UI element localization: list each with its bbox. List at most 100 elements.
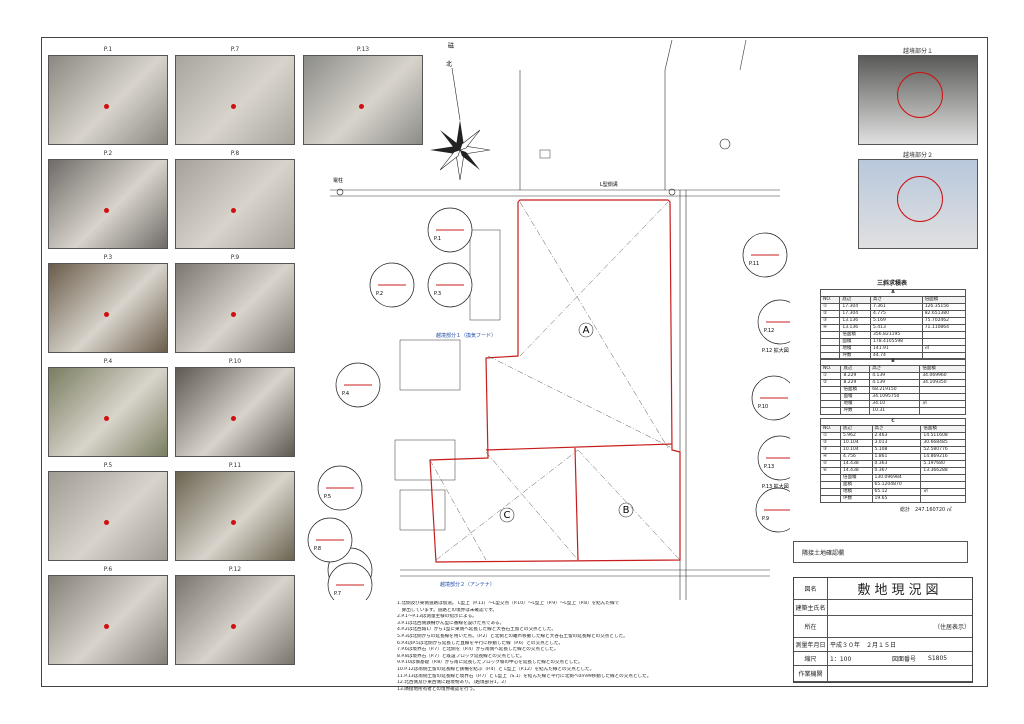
note-line: 2.P.1～P.13は測量主様の指示による。 bbox=[397, 614, 477, 620]
title-block-row: 図名敷地現況図 bbox=[794, 578, 972, 600]
callout-label: P.11 bbox=[749, 261, 759, 267]
site-photo bbox=[175, 367, 295, 457]
neighbor-outlines bbox=[394, 149, 551, 531]
photo-label: P.2 bbox=[103, 150, 113, 157]
svg-text:C: C bbox=[504, 510, 511, 521]
street-label: L型側溝 bbox=[600, 181, 618, 188]
drawing-number: S1805 bbox=[928, 655, 948, 662]
callout-label: P.1 bbox=[434, 236, 441, 242]
title-block-value: 平成３０年 ２月１５日 bbox=[830, 642, 897, 649]
marker-dot bbox=[231, 208, 236, 213]
encroachment-marker bbox=[897, 176, 943, 222]
note-line: 10.P.12は南側土留の延長線と鉄柵を結ぶ（P.4）と L型上（P.12）を結… bbox=[397, 666, 595, 672]
encroachment-marker bbox=[897, 72, 943, 118]
marker-dot bbox=[104, 520, 109, 525]
note-line: 12.北西側及び東西側に越境物あり。（越境部分1，2） bbox=[397, 680, 509, 686]
pole-label: 電柱 bbox=[333, 177, 343, 184]
note-line: 4.P.2は北西角1）から1型に東側へ延長した線と大谷石土留との交点とした。 bbox=[397, 627, 557, 633]
encroachment-photo bbox=[858, 159, 978, 249]
callout-label: P.8 bbox=[314, 546, 321, 552]
note-line: 1.北側及び東側道路は仮道。 L型上（P.11）～L型交点（P.10）～L型上（… bbox=[397, 601, 620, 606]
lot-boundary bbox=[429, 199, 681, 563]
photo-label: P.1 bbox=[103, 46, 113, 53]
marker-dot bbox=[231, 312, 236, 317]
marker-dot bbox=[231, 104, 236, 109]
marker-dot bbox=[231, 624, 236, 629]
site-photo bbox=[175, 575, 295, 665]
photo-label: P.5 bbox=[103, 462, 113, 469]
photo-label: P.12 bbox=[228, 566, 242, 573]
photo-label: P.11 bbox=[228, 462, 242, 469]
marker-dot bbox=[104, 624, 109, 629]
total-area: 総計 247.160720 ㎡ bbox=[900, 507, 952, 513]
marker-dot bbox=[104, 312, 109, 317]
drawing-number-label: 図面番号 bbox=[892, 656, 917, 663]
title-block-key: 建築主氏名 bbox=[794, 600, 828, 615]
title-block-row: 所在（住居表示） bbox=[794, 616, 972, 638]
svg-text:A: A bbox=[583, 325, 590, 336]
svg-text:B: B bbox=[623, 505, 630, 516]
photo-label: P.10 bbox=[228, 358, 242, 365]
marker-dot bbox=[104, 104, 109, 109]
site-photo bbox=[175, 159, 295, 249]
site-photo bbox=[48, 471, 168, 561]
detail-callouts: P.1P.2P.3P.4P.5P.6P.7P.8P.9P.10P.11P.12P… bbox=[307, 207, 790, 600]
north-label: 北 bbox=[446, 60, 452, 68]
site-photo bbox=[48, 367, 168, 457]
neighbor-confirmation-box: 隣接土地確認欄 bbox=[793, 541, 968, 563]
triangulation-lines bbox=[429, 201, 681, 561]
callout-label: P.7 bbox=[334, 591, 341, 597]
photo-label: P.13 bbox=[356, 46, 370, 53]
photo-label: P.8 bbox=[230, 150, 240, 157]
marker-dot bbox=[104, 208, 109, 213]
callout-label: P.10 bbox=[758, 404, 768, 410]
note-line: 7.P.6は境界石（P.7）と北側を（P.4）から南側へ延長した線との交点とした… bbox=[397, 647, 559, 653]
note-line: 8.P.8は境界石（P.7）と既設ブロック延長線との交点とした。 bbox=[397, 653, 525, 659]
road-lines bbox=[330, 40, 780, 600]
marker-dot bbox=[231, 520, 236, 525]
title-block-key: 測量年月日 bbox=[794, 638, 828, 651]
encroachment-photo-label: 越境部分１ bbox=[902, 48, 933, 55]
survey-plan: A C B 磁 北 P.1P.2P.3P.4P.5P.6P.7P.8P.9P.1… bbox=[307, 40, 790, 600]
marker-dot bbox=[359, 104, 364, 109]
note-line: 9.P.10は塀基礎（P.8）から南に延長したブロック塀の中心を延長した線との交… bbox=[397, 660, 583, 666]
confirm-label: 隣接土地確認欄 bbox=[802, 549, 845, 557]
encroachment-label-2: 越境部分２（アンテナ） bbox=[440, 581, 495, 588]
title-block-row: 測量年月日平成３０年 ２月１５日 bbox=[794, 638, 972, 652]
site-photo bbox=[175, 263, 295, 353]
title-block-value bbox=[830, 600, 970, 615]
encroachment-photo bbox=[858, 55, 978, 145]
callout-label: P.13 bbox=[764, 464, 774, 470]
title-block-key: 所在 bbox=[794, 616, 828, 637]
photo-label: P.7 bbox=[230, 46, 240, 53]
survey-notes: 1.北側及び東側道路は仮道。 L型上（P.11）～L型交点（P.10）～L型上（… bbox=[397, 601, 787, 693]
title-block-row: 建築主氏名 bbox=[794, 600, 972, 616]
site-photo bbox=[175, 55, 295, 145]
encroachment-photo-label: 越境部分２ bbox=[902, 152, 933, 159]
photo-label: P.6 bbox=[103, 566, 113, 573]
callout-label: P.5 bbox=[324, 494, 331, 500]
lot-labels: A C B bbox=[499, 322, 634, 523]
title-block-row: 作業機関 bbox=[794, 666, 972, 682]
area-table-title: 三斜求積表 bbox=[876, 280, 907, 287]
enlarged-view-label: P.13 拡大図 bbox=[762, 483, 789, 490]
callout-label: P.4 bbox=[342, 391, 349, 397]
photo-label: P.4 bbox=[103, 358, 113, 365]
photo-label: P.3 bbox=[103, 254, 113, 261]
note-line: 算出しています。道路との境界は未確認です。 bbox=[397, 607, 497, 613]
note-line: 6.P.4はP.5は北側から延長した直線を平行に移動した線（P.6）との交点とし… bbox=[397, 640, 564, 646]
note-line: 13.隣接地所有者との境界確認を行う。 bbox=[397, 686, 478, 692]
note-line: 5.P.3は北側からの延長線を用いた点。（P.2）と北側との離れ移動した線と大谷… bbox=[397, 633, 628, 639]
north-arrow bbox=[430, 120, 491, 181]
marker-dot bbox=[104, 416, 109, 421]
marker-dot bbox=[231, 416, 236, 421]
photo-label: P.9 bbox=[230, 254, 240, 261]
site-photo bbox=[175, 471, 295, 561]
encroachment-label-1: 越境部分１（換気フード） bbox=[436, 332, 496, 339]
title-block-key: 縮尺 bbox=[794, 652, 828, 665]
note-line: 11.P.13は南側土留の延長線と境界石（P.7）と L型上（S.1）を結んだ線… bbox=[397, 673, 652, 679]
